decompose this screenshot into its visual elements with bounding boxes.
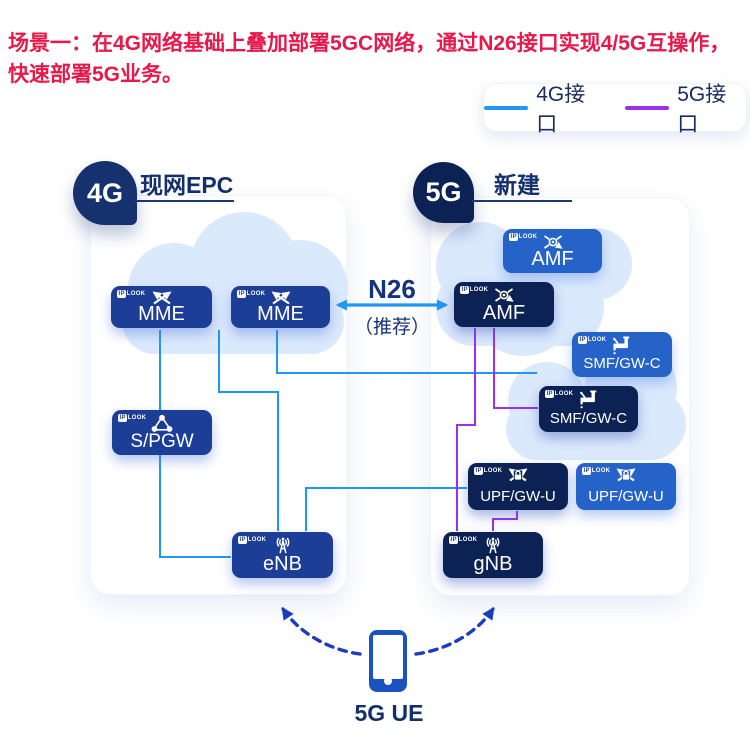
title-divider: [472, 200, 572, 202]
4g-interface-line-swatch: [484, 105, 529, 110]
node-label: UPF/GW-U: [480, 488, 556, 505]
lock-arrows-icon: [468, 466, 568, 485]
line-mme2-enb: [218, 330, 279, 531]
legend-item-5g: 5G接口: [625, 78, 746, 138]
node-label: S/PGW: [130, 431, 194, 452]
node-label: AMF: [482, 302, 526, 324]
ue-to-gnb-arrow: [414, 606, 495, 656]
line-mme-smf: [276, 330, 537, 374]
triangle-nodes-icon: [112, 413, 212, 433]
node-label: MME: [257, 303, 304, 325]
5gc-group-title: 新建: [494, 172, 540, 198]
phone-home-button: [384, 677, 392, 685]
faucet-icon: [572, 335, 672, 356]
faucet-icon: [539, 389, 638, 410]
n26-recommended-note: （推荐）: [353, 317, 430, 338]
5g-interface-line-swatch: [625, 105, 670, 110]
ue-label: 5G UE: [354, 700, 424, 726]
title-divider: [133, 200, 234, 202]
legend-label: 5G接口: [677, 82, 727, 136]
node-label: SMF/GW-C: [549, 410, 628, 427]
shuffle-icon: [111, 289, 212, 307]
line-enb-upf: [305, 487, 467, 531]
node-label: AMF: [531, 248, 574, 270]
node-label: SMF/GW-C: [583, 355, 661, 372]
scenario-description: 场景一：在4G网络基础上叠加部署5GC网络，通过N26接口实现4/5G互操作，快…: [8, 32, 731, 86]
lock-arrows-icon: [576, 466, 676, 485]
legend-item-4g: 4G接口: [484, 78, 605, 138]
legend-label: 4G接口: [536, 82, 586, 136]
node-label: gNB: [473, 553, 513, 575]
drone-icon: [454, 285, 554, 305]
phone-icon: [369, 630, 407, 692]
line-amf-gnb: [456, 328, 476, 531]
5g-badge: 5G: [413, 162, 474, 223]
node-label: eNB: [263, 553, 302, 575]
drone-icon: [503, 232, 602, 252]
line-mme1-enb: [159, 330, 231, 558]
ue-to-enb-arrow: [281, 606, 362, 656]
node-label: MME: [138, 303, 185, 325]
antenna-icon: [232, 535, 333, 556]
antenna-icon: [443, 535, 543, 556]
shuffle-icon: [231, 289, 330, 307]
4g-badge: 4G: [73, 161, 137, 225]
phone-screen: [373, 635, 403, 679]
node-label: UPF/GW-U: [588, 488, 664, 505]
epc-group-title: 现网EPC: [140, 172, 234, 198]
interface-legend: 4G接口 5G接口: [483, 83, 747, 136]
line-amf-smf: [493, 328, 538, 409]
n26-interface-label: N26: [368, 274, 416, 304]
line-upf-gnb: [492, 511, 518, 531]
